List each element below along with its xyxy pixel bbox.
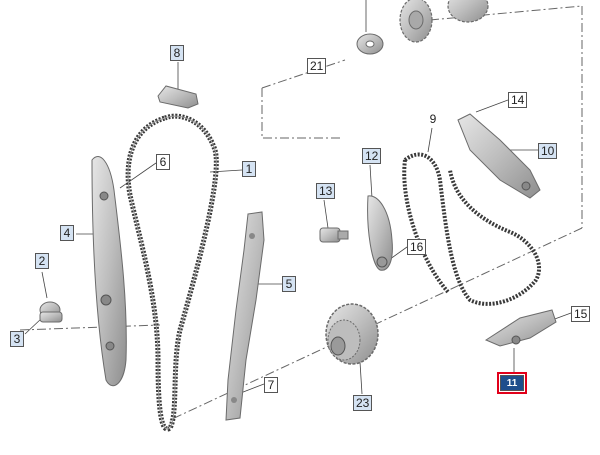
callout-1[interactable]: 1 [242, 161, 256, 177]
callout-8[interactable]: 8 [170, 45, 184, 61]
callout-6[interactable]: 6 [156, 154, 170, 170]
callout-15[interactable]: 15 [571, 306, 591, 322]
callout-21[interactable]: 21 [307, 58, 327, 74]
guide-rail-part-5 [225, 211, 265, 421]
callout-7[interactable]: 7 [264, 377, 278, 393]
callout-14[interactable]: 14 [508, 92, 528, 108]
tensioner-rail-part-14 [457, 113, 541, 199]
bolt-part-13 [319, 227, 349, 243]
callout-5[interactable]: 5 [282, 276, 296, 292]
callout-3[interactable]: 3 [10, 331, 24, 347]
callout-16[interactable]: 16 [407, 239, 427, 255]
crankshaft-sprocket-part-23 [325, 303, 379, 365]
callout-2[interactable]: 2 [35, 253, 49, 269]
guide-part-15 [484, 309, 557, 347]
chain-tensioner-part-2-3 [39, 301, 63, 323]
camshaft-sprockets [399, 0, 489, 43]
timing-chain-part-1 [125, 113, 219, 432]
guide-part-12 [367, 195, 393, 271]
secondary-chain-part-9 [402, 152, 542, 306]
callout-4[interactable]: 4 [60, 225, 74, 241]
guide-part-8 [157, 85, 199, 109]
callout-13[interactable]: 13 [316, 183, 336, 199]
callout-9[interactable]: 9 [429, 112, 437, 126]
callout-10[interactable]: 10 [538, 143, 558, 159]
callout-23[interactable]: 23 [353, 395, 373, 411]
callout-12[interactable]: 12 [362, 148, 382, 164]
washer-part-21 [356, 33, 384, 55]
callout-11[interactable]: 11 [497, 372, 527, 394]
tensioner-rail-part-4 [91, 156, 127, 387]
